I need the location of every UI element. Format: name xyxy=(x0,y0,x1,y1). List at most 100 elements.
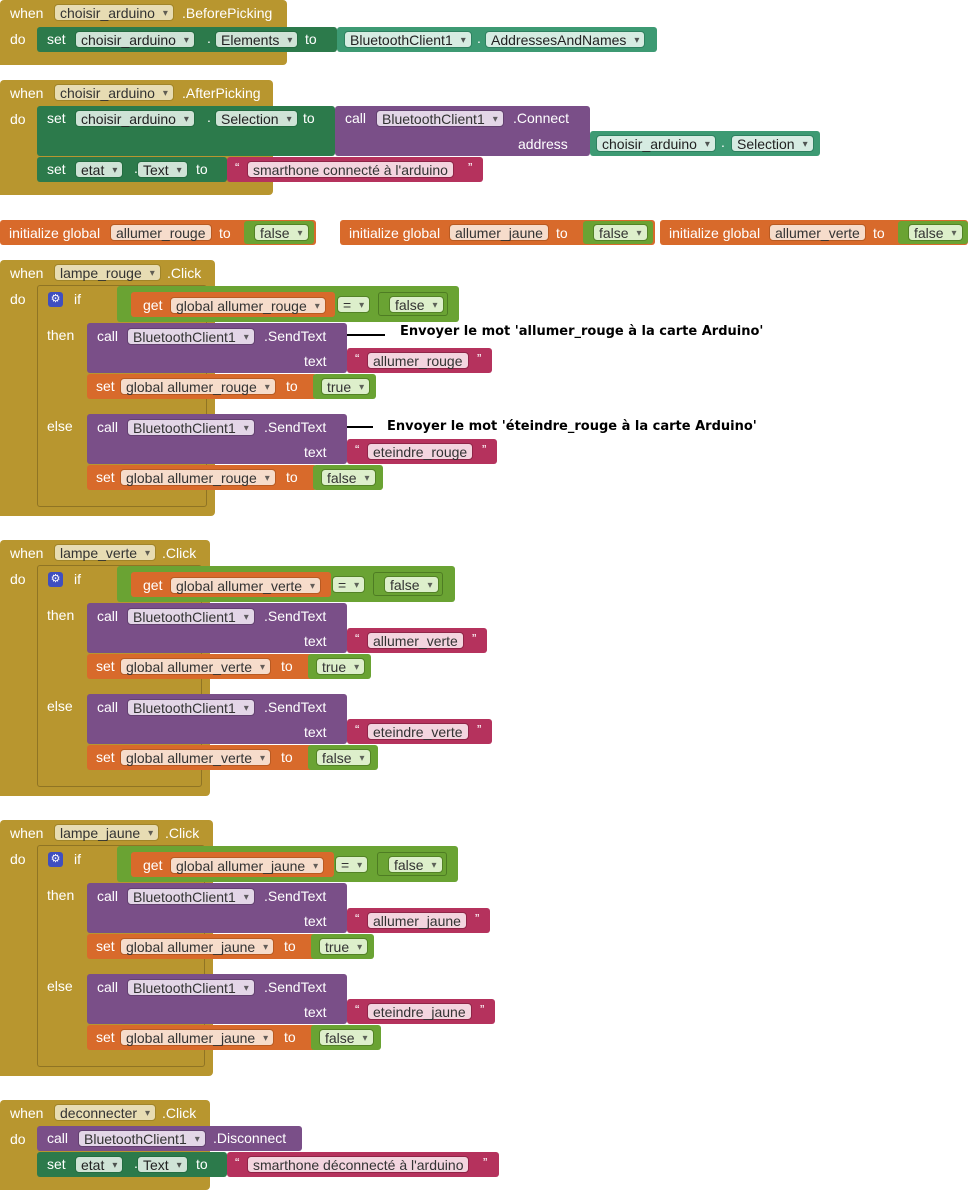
get-global-block[interactable]: get global allumer_jaune xyxy=(131,852,334,877)
boolean-dropdown[interactable]: false xyxy=(908,224,963,242)
set-global-block[interactable]: set global allumer_rouge to xyxy=(87,374,317,399)
component-dropdown[interactable]: BluetoothClient1 xyxy=(376,110,504,128)
variable-dropdown[interactable]: global allumer_verte xyxy=(120,658,272,676)
method-call-block[interactable]: call BluetoothClient1 .SendText text xyxy=(87,323,347,373)
component-getter-block[interactable]: choisir_arduino . Selection xyxy=(590,131,820,156)
component-dropdown[interactable]: BluetoothClient1 xyxy=(127,608,255,626)
global-name[interactable]: allumer_verte xyxy=(769,224,866,241)
text-value[interactable]: eteindre_rouge xyxy=(367,443,474,460)
set-global-block[interactable]: set global allumer_rouge to xyxy=(87,465,317,490)
variable-dropdown[interactable]: global allumer_verte xyxy=(120,749,272,767)
text-literal-block[interactable]: “ smarthone connecté à l'arduino ” xyxy=(227,157,483,182)
boolean-dropdown[interactable]: false xyxy=(321,469,376,487)
boolean-dropdown[interactable]: false xyxy=(389,296,444,314)
set-global-block[interactable]: set global allumer_jaune to xyxy=(87,1025,316,1050)
boolean-block[interactable]: true xyxy=(311,934,374,959)
property-dropdown[interactable]: AddressesAndNames xyxy=(485,31,646,49)
property-dropdown[interactable]: Text xyxy=(137,161,188,179)
property-dropdown[interactable]: Selection xyxy=(215,110,298,128)
get-global-block[interactable]: get global allumer_rouge xyxy=(131,292,335,317)
property-dropdown[interactable]: Text xyxy=(137,1156,188,1174)
component-dropdown[interactable]: choisir_arduino xyxy=(54,84,174,102)
property-dropdown[interactable]: Elements xyxy=(215,31,299,49)
text-literal-block[interactable]: “ allumer_verte ” xyxy=(347,628,487,653)
set-global-block[interactable]: set global allumer_verte to xyxy=(87,745,313,770)
text-literal-block[interactable]: “ allumer_jaune ” xyxy=(347,908,490,933)
property-dropdown[interactable]: Selection xyxy=(731,135,814,153)
boolean-block[interactable]: false xyxy=(377,852,447,876)
component-dropdown[interactable]: etat xyxy=(75,161,124,179)
text-value[interactable]: allumer_jaune xyxy=(367,912,467,929)
variable-dropdown[interactable]: global allumer_jaune xyxy=(120,1029,275,1047)
component-dropdown[interactable]: choisir_arduino xyxy=(75,31,195,49)
gear-icon[interactable]: ⚙ xyxy=(48,572,63,587)
method-call-block[interactable]: call BluetoothClient1 .SendText text xyxy=(87,603,347,653)
boolean-dropdown[interactable]: false xyxy=(388,856,443,874)
boolean-block[interactable]: true xyxy=(313,374,376,399)
boolean-block[interactable]: false xyxy=(308,745,378,770)
boolean-block[interactable]: false xyxy=(313,465,383,490)
text-literal-block[interactable]: “ smarthone déconnecté à l'arduino ” xyxy=(227,1152,499,1177)
operator-dropdown[interactable]: = xyxy=(332,576,366,594)
method-call-block[interactable]: call BluetoothClient1 .SendText text xyxy=(87,694,347,744)
method-call-block[interactable]: call BluetoothClient1 .Connect address xyxy=(335,106,590,156)
component-dropdown[interactable]: BluetoothClient1 xyxy=(127,328,255,346)
text-value[interactable]: allumer_rouge xyxy=(367,352,469,369)
method-call-block[interactable]: call BluetoothClient1 .SendText text xyxy=(87,414,347,464)
setter-block[interactable]: set etat . Text to xyxy=(37,157,227,182)
text-value[interactable]: smarthone déconnecté à l'arduino xyxy=(247,1156,470,1173)
text-value[interactable]: allumer_verte xyxy=(367,632,464,649)
component-dropdown[interactable]: lampe_verte xyxy=(54,544,157,562)
variable-dropdown[interactable]: global allumer_rouge xyxy=(120,469,276,487)
component-dropdown[interactable]: lampe_rouge xyxy=(54,264,161,282)
boolean-dropdown[interactable]: false xyxy=(593,224,648,242)
boolean-block[interactable]: false xyxy=(898,221,968,244)
operator-dropdown[interactable]: = xyxy=(337,296,371,314)
component-dropdown[interactable]: etat xyxy=(75,1156,124,1174)
component-dropdown[interactable]: choisir_arduino xyxy=(54,4,174,22)
component-dropdown[interactable]: BluetoothClient1 xyxy=(127,419,255,437)
gear-icon[interactable]: ⚙ xyxy=(48,292,63,307)
variable-dropdown[interactable]: global allumer_jaune xyxy=(170,857,325,875)
component-dropdown[interactable]: choisir_arduino xyxy=(75,110,195,128)
boolean-block[interactable]: true xyxy=(308,654,371,679)
text-literal-block[interactable]: “ eteindre_jaune ” xyxy=(347,999,495,1024)
boolean-block[interactable]: false xyxy=(311,1025,381,1050)
setter-block[interactable]: set choisir_arduino . Elements to xyxy=(37,27,337,52)
boolean-dropdown[interactable]: true xyxy=(316,658,366,676)
global-name[interactable]: allumer_jaune xyxy=(449,224,549,241)
boolean-dropdown[interactable]: true xyxy=(321,378,371,396)
boolean-dropdown[interactable]: false xyxy=(319,1029,374,1047)
global-name[interactable]: allumer_rouge xyxy=(110,224,212,241)
boolean-dropdown[interactable]: false xyxy=(316,749,371,767)
component-dropdown[interactable]: lampe_jaune xyxy=(54,824,160,842)
text-value[interactable]: eteindre_verte xyxy=(367,723,469,740)
method-call-block[interactable]: call BluetoothClient1 .SendText text xyxy=(87,883,347,933)
method-call-block[interactable]: call BluetoothClient1 .Disconnect xyxy=(37,1126,302,1151)
boolean-block[interactable]: false xyxy=(373,572,443,596)
set-global-block[interactable]: set global allumer_verte to xyxy=(87,654,313,679)
boolean-dropdown[interactable]: true xyxy=(319,938,369,956)
boolean-block[interactable]: false xyxy=(244,221,314,244)
text-value[interactable]: smarthone connecté à l'arduino xyxy=(247,161,454,178)
component-dropdown[interactable]: BluetoothClient1 xyxy=(127,979,255,997)
text-literal-block[interactable]: “ eteindre_rouge ” xyxy=(347,439,497,464)
boolean-dropdown[interactable]: false xyxy=(254,224,309,242)
component-dropdown[interactable]: choisir_arduino xyxy=(596,135,716,153)
gear-icon[interactable]: ⚙ xyxy=(48,852,63,867)
variable-dropdown[interactable]: global allumer_verte xyxy=(170,577,322,595)
get-global-block[interactable]: get global allumer_verte xyxy=(131,572,331,597)
component-dropdown[interactable]: BluetoothClient1 xyxy=(344,31,472,49)
boolean-dropdown[interactable]: false xyxy=(384,576,439,594)
method-call-block[interactable]: call BluetoothClient1 .SendText text xyxy=(87,974,347,1024)
component-dropdown[interactable]: BluetoothClient1 xyxy=(127,699,255,717)
component-dropdown[interactable]: deconnecter xyxy=(54,1104,157,1122)
set-global-block[interactable]: set global allumer_jaune to xyxy=(87,934,316,959)
operator-dropdown[interactable]: = xyxy=(335,856,369,874)
boolean-block[interactable]: false xyxy=(583,221,653,244)
component-getter-block[interactable]: BluetoothClient1 . AddressesAndNames xyxy=(337,27,657,52)
setter-block[interactable]: set choisir_arduino . Selection to xyxy=(37,106,335,156)
text-literal-block[interactable]: “ allumer_rouge ” xyxy=(347,348,492,373)
variable-dropdown[interactable]: global allumer_rouge xyxy=(170,297,326,315)
boolean-block[interactable]: false xyxy=(378,292,448,316)
